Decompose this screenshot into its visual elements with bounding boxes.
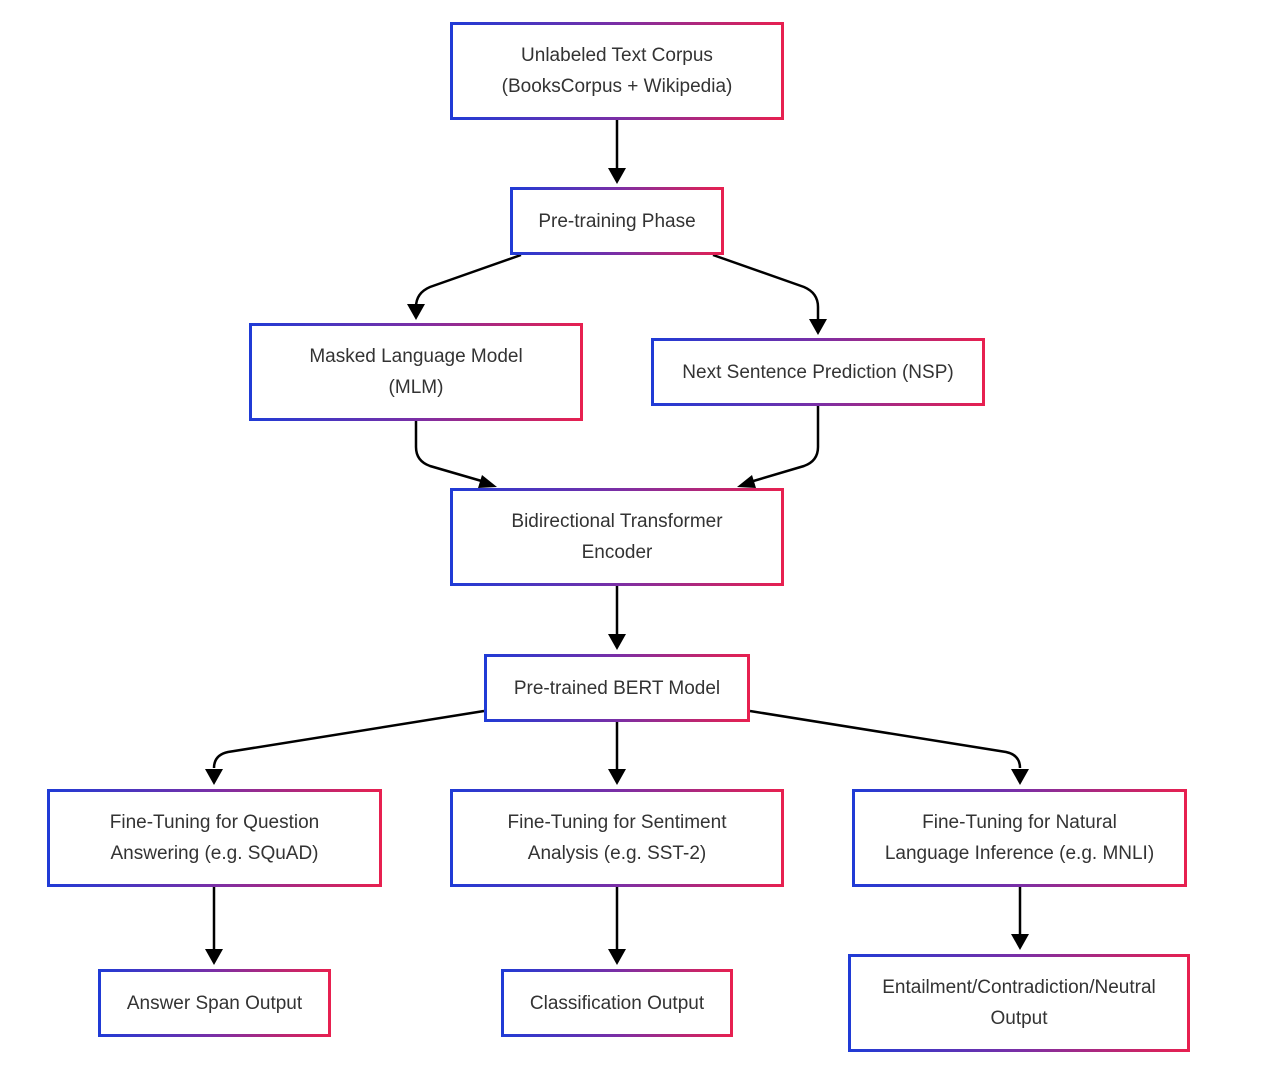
node-answer-span-output: Answer Span Output [98, 969, 331, 1037]
node-label-line: Bidirectional Transformer [511, 511, 723, 532]
node-label-line: Classification Output [529, 992, 705, 1014]
node-label-line: Pre-training Phase [538, 210, 696, 232]
arrowhead-bert-to-ft-sent [608, 769, 626, 785]
edge-pretrain-to-mlm [414, 253, 522, 308]
arrowhead-nsp-to-encoder [737, 475, 756, 488]
node-label: Entailment/Contradiction/Neutral Output [882, 972, 1156, 1034]
node-label-line: Masked Language Model [309, 346, 523, 367]
node-label-line: (MLM) [388, 377, 444, 398]
node-label: Unlabeled Text Corpus (BooksCorpus + Wik… [502, 40, 733, 102]
node-label-line: Answering (e.g. SQuAD) [110, 843, 319, 864]
node-pre-training-phase: Pre-training Phase [510, 187, 724, 255]
node-label-line: Fine-Tuning for Question [109, 812, 320, 833]
node-fine-tuning-natural-language-inference: Fine-Tuning for Natural Language Inferen… [852, 789, 1187, 887]
node-pre-trained-bert-model: Pre-trained BERT Model [484, 654, 750, 722]
node-label-line: (BooksCorpus + Wikipedia) [501, 76, 733, 97]
node-label-line: Output [990, 1008, 1048, 1029]
arrowhead-bert-to-ft-nli [1011, 769, 1029, 785]
edge-bert-to-ft-qa [212, 709, 485, 769]
node-fine-tuning-question-answering: Fine-Tuning for Question Answering (e.g.… [47, 789, 382, 887]
edge-mlm-to-encoder [414, 421, 486, 484]
node-masked-language-model: Masked Language Model (MLM) [249, 323, 583, 421]
node-label: Fine-Tuning for Natural Language Inferen… [885, 807, 1154, 869]
node-label: Classification Output [530, 988, 704, 1019]
arrowhead-corpus-to-pretrain [608, 168, 626, 184]
node-classification-output: Classification Output [501, 969, 733, 1037]
arrowhead-pretrain-to-nsp [809, 319, 827, 335]
node-label: Fine-Tuning for Sentiment Analysis (e.g.… [508, 807, 727, 869]
arrowhead-mlm-to-encoder [478, 475, 497, 488]
node-label: Next Sentence Prediction (NSP) [682, 357, 953, 388]
node-label: Pre-trained BERT Model [514, 673, 720, 704]
node-label-line: Pre-trained BERT Model [513, 677, 721, 699]
node-label: Fine-Tuning for Question Answering (e.g.… [110, 807, 319, 869]
node-label: Pre-training Phase [538, 206, 695, 237]
node-label-line: Fine-Tuning for Sentiment [507, 812, 727, 833]
node-label: Bidirectional Transformer Encoder [511, 506, 722, 568]
node-label-line: Analysis (e.g. SST-2) [527, 843, 707, 864]
node-entailment-contradiction-neutral-output: Entailment/Contradiction/Neutral Output [848, 954, 1190, 1052]
node-label-line: Answer Span Output [126, 992, 303, 1014]
node-label: Masked Language Model (MLM) [309, 341, 522, 403]
edge-pretrain-to-nsp [712, 253, 820, 320]
edge-nsp-to-encoder [749, 406, 820, 484]
node-label-line: Unlabeled Text Corpus [521, 45, 713, 66]
node-label-line: Fine-Tuning for Natural [922, 812, 1117, 833]
node-label-line: Encoder [581, 542, 653, 563]
arrowhead-ft-nli-to-out-ent [1011, 934, 1029, 950]
edge-bert-to-ft-nli [749, 709, 1022, 769]
arrowhead-bert-to-ft-qa [205, 769, 223, 785]
node-fine-tuning-sentiment-analysis: Fine-Tuning for Sentiment Analysis (e.g.… [450, 789, 784, 887]
node-unlabeled-text-corpus: Unlabeled Text Corpus (BooksCorpus + Wik… [450, 22, 784, 120]
node-label-line: Entailment/Contradiction/Neutral [882, 977, 1156, 998]
node-bidirectional-transformer-encoder: Bidirectional Transformer Encoder [450, 488, 784, 586]
node-next-sentence-prediction: Next Sentence Prediction (NSP) [651, 338, 985, 406]
node-label-line: Next Sentence Prediction (NSP) [682, 361, 954, 383]
node-label-line: Language Inference (e.g. MNLI) [884, 843, 1155, 864]
arrowhead-encoder-to-bert [608, 634, 626, 650]
arrowhead-pretrain-to-mlm [407, 304, 425, 320]
node-label: Answer Span Output [127, 988, 302, 1019]
arrowhead-ft-qa-to-out-span [205, 949, 223, 965]
arrowhead-ft-sent-to-out-cls [608, 949, 626, 965]
